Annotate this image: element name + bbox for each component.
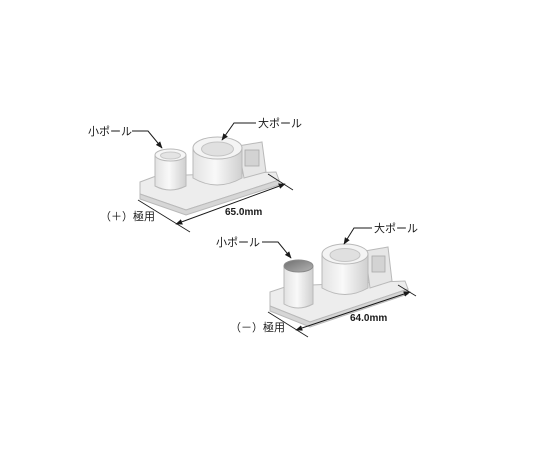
negative-dimension: 64.0mm: [267, 284, 417, 338]
positive-small-pole-callout: 小ポール: [88, 125, 163, 149]
positive-dimension: 65.0mm: [137, 173, 294, 233]
positive-small-pole-label: 小ポール: [88, 125, 132, 138]
negative-terminal: [269, 243, 409, 328]
negative-length-label: 64.0mm: [350, 313, 387, 324]
negative-small-pole-callout: 小ポール: [216, 236, 292, 259]
negative-large-pole-callout: 大ポール: [343, 221, 418, 245]
negative-terminal-label: （－）極用: [230, 320, 285, 334]
positive-large-pole-label: 大ポール: [258, 116, 302, 130]
negative-large-pole-label: 大ポール: [374, 221, 418, 235]
positive-terminal: [139, 136, 280, 216]
positive-large-pole-callout: 大ポール: [221, 116, 302, 141]
negative-small-pole-label: 小ポール: [216, 236, 260, 249]
positive-terminal-label: （＋）極用: [100, 209, 155, 223]
positive-length-label: 65.0mm: [225, 207, 262, 218]
